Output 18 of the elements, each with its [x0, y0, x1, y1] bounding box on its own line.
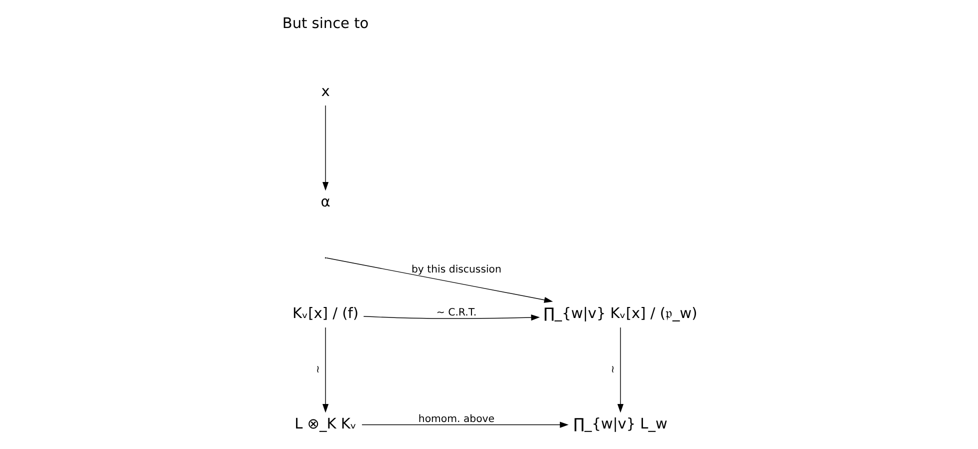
arrow — [322, 327, 328, 413]
edge-label: ∼ C.R.T. — [436, 307, 476, 318]
label: But since to — [282, 16, 368, 32]
arrow — [325, 258, 552, 303]
arrow — [361, 422, 568, 428]
edge-label: ≀ — [315, 364, 320, 376]
node-text: ∏_{w|v} Kᵥ[x] / (𝔭_w) — [543, 306, 697, 322]
node-text: x — [320, 84, 330, 100]
node-text: Kᵥ[x] / (f) — [292, 306, 358, 322]
edge-label: homom. above — [418, 414, 494, 426]
arrow — [362, 314, 540, 321]
arrow — [322, 105, 328, 191]
node-text: ∏_{w|v} L_w — [573, 416, 667, 432]
node-text: α — [320, 194, 330, 210]
arrow — [616, 327, 624, 413]
edge-label: ≀ — [610, 364, 614, 376]
node-text: L ⊗_K Kᵥ — [294, 416, 356, 432]
edge-label: by this discussion — [411, 264, 501, 276]
